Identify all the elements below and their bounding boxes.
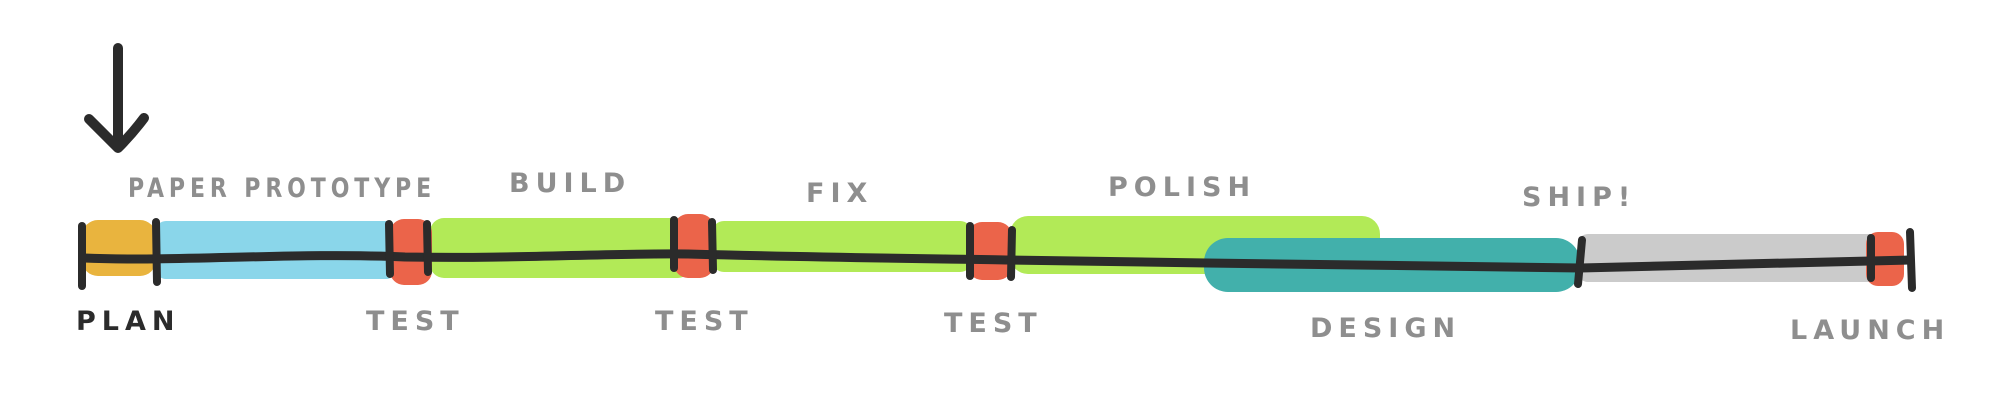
- label-polish: POLISH: [1108, 172, 1256, 203]
- label-plan: PLAN: [76, 306, 181, 337]
- label-test-2: TEST: [655, 306, 754, 337]
- timeline-line: [79, 249, 1915, 273]
- timeline-labels: PLAN PAPER PROTOTYPE BUILD FIX POLISH SH…: [76, 168, 1950, 346]
- label-build: BUILD: [509, 168, 631, 199]
- label-test-1: TEST: [366, 306, 465, 337]
- tick-test-1a: [385, 220, 394, 278]
- down-arrow-icon: [84, 43, 149, 153]
- tick-ship-start: [1574, 236, 1586, 288]
- tick-test-1b: [423, 220, 432, 276]
- test-blob-1: [390, 219, 432, 285]
- tick-launch-b: [1906, 228, 1916, 292]
- test-blob-3: [968, 222, 1012, 280]
- label-ship: SHIP!: [1522, 182, 1636, 213]
- test-blobs: [390, 214, 1904, 286]
- band-paper-prototype: [156, 221, 396, 279]
- tick-plan-end: [152, 218, 161, 286]
- tick-test-3b: [1007, 226, 1016, 281]
- label-test-3: TEST: [944, 308, 1043, 339]
- label-launch: LAUNCH: [1790, 315, 1950, 346]
- tick-test-2b: [708, 218, 717, 274]
- label-fix: FIX: [806, 178, 873, 209]
- band-fix: [712, 221, 972, 272]
- band-build: [430, 218, 692, 278]
- label-paper-prototype: PAPER PROTOTYPE: [128, 173, 436, 204]
- band-plan: [82, 220, 156, 276]
- test-blob-2: [674, 214, 714, 278]
- timeline-ticks: [78, 216, 1916, 292]
- label-design: DESIGN: [1310, 313, 1461, 344]
